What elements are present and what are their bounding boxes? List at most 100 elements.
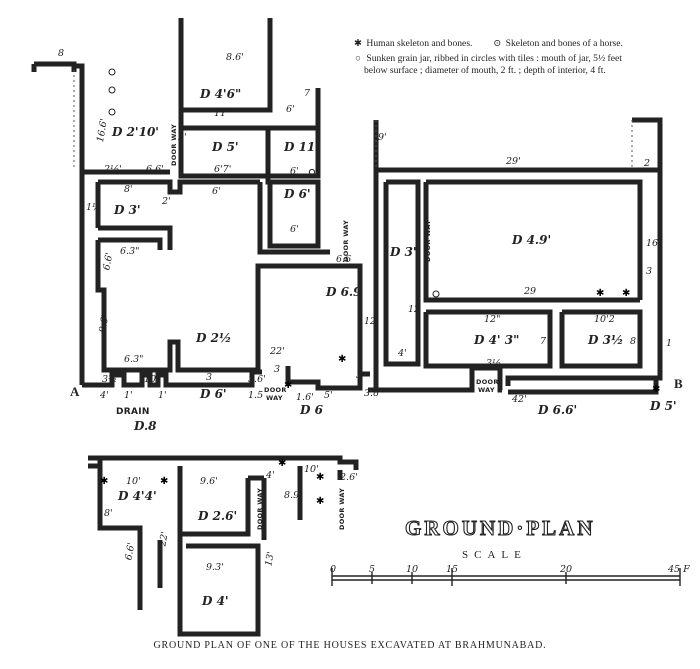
dimension: 8'	[124, 184, 133, 195]
dimension: 6.3"	[124, 354, 143, 365]
scale-tick-5: 5	[369, 564, 375, 575]
human-skeleton-icon: ✱	[596, 288, 604, 299]
dimension: 29'	[505, 156, 521, 167]
wall-hatching	[73, 70, 633, 170]
room-d4-low: D 4'	[201, 594, 229, 608]
doorway-label-2a: DOOR	[476, 378, 499, 386]
room-d5: D 5'	[211, 140, 239, 154]
doorway-labels: DOOR WAY DOOR WAY DOOR WAY DOOR WAY DOOR…	[116, 124, 499, 530]
horse-skeleton-icon	[108, 108, 116, 116]
room-d4-6: D 4'6"	[199, 87, 241, 101]
corner-mark: 8	[58, 48, 64, 59]
doorway-label-vertical-5: DOOR WAY	[338, 488, 346, 530]
legend-row-skeleton: ✱ Human skeleton and bones. ⊙ Skeleton a…	[352, 38, 692, 50]
room-d6-bottom: D 6	[299, 403, 324, 417]
human-skeleton-icon: ✱	[160, 476, 168, 487]
doorway-label-vertical-1: DOOR WAY	[170, 124, 178, 166]
dimension: 6.3"	[120, 246, 139, 257]
doorway-label-vertical-4: DOOR WAY	[256, 488, 264, 530]
dimension: 1'	[158, 390, 167, 401]
legend-skeleton-text: Human skeleton and bones.	[366, 38, 473, 49]
room-d3-half: D 3½	[587, 333, 623, 347]
dimension: 10'	[126, 476, 141, 487]
doorway-label-vertical-2: DOOR WAY	[342, 220, 350, 262]
dimension: 22'	[269, 346, 285, 357]
point-b-label: B	[674, 376, 683, 391]
room-d6-6: D 6.6'	[537, 403, 577, 417]
dimension: 12"	[484, 314, 500, 325]
dimension: 29	[523, 286, 536, 297]
dimension: 12	[364, 316, 376, 327]
room-labels: D 4'6" D 5' D 11' D 2'10' D 3' D 6' D 2½…	[111, 87, 677, 608]
dimension: 1.5	[248, 390, 263, 401]
human-skeleton-icon: ✱	[100, 476, 108, 487]
dimension: 6.6'	[101, 252, 115, 271]
point-a-label: A	[70, 384, 80, 399]
dimension: 8'	[104, 508, 113, 519]
dimension: 8	[630, 336, 636, 347]
dimension: 2	[643, 158, 650, 169]
dimension: 3.6'	[248, 374, 266, 385]
dimension: 4'	[397, 348, 407, 359]
dimension: 9'	[378, 132, 387, 143]
legend-row-jar-2: below surface ; diameter of mouth, 2 ft.…	[352, 65, 692, 77]
dimension: 6'	[286, 104, 295, 115]
walls-upper	[31, 18, 663, 395]
human-skeleton-icon: ✱	[338, 354, 346, 365]
figure-caption: GROUND PLAN OF ONE OF THE HOUSES EXCAVAT…	[153, 640, 547, 651]
dimension: 3	[356, 370, 362, 381]
drain-label: DRAIN	[116, 407, 150, 417]
legend: ✱ Human skeleton and bones. ⊙ Skeleton a…	[352, 38, 692, 77]
dimension: 42'	[511, 394, 527, 405]
doorway-label-2b: WAY	[478, 386, 495, 394]
dimension: 3	[646, 266, 652, 277]
human-skeleton-icon: ✱	[622, 288, 630, 299]
dimension: 6'7'	[214, 164, 231, 175]
legend-row-jar: ○ Sunken grain jar, ribbed in circles wi…	[352, 53, 692, 65]
dimension: 12	[408, 304, 420, 315]
room-d2-6: D 2.6'	[197, 509, 237, 523]
dimension: D 6'	[199, 387, 227, 401]
plan-title: GROUND·PLAN	[404, 515, 596, 540]
dimension: 2.6'	[339, 472, 358, 483]
doorway-label-vertical-3: DOOR WAY	[424, 220, 432, 262]
scale-tick-0: 0	[330, 564, 336, 575]
dimension: 22'	[157, 531, 171, 548]
horse-skeleton-icon	[108, 68, 116, 76]
dimension: 8.6'	[226, 52, 244, 63]
dimension: 2'	[177, 132, 187, 143]
dimension: 6.6	[336, 254, 351, 265]
dimension: 11'	[214, 108, 229, 119]
dimension: 5'	[324, 390, 333, 401]
dimension: 1	[666, 338, 672, 349]
dimension: 1'	[124, 390, 133, 401]
room-d4-3: D 4' 3"	[473, 333, 519, 347]
dimension: 6'	[290, 166, 299, 177]
dimension: 6'	[212, 186, 221, 197]
dimension: 6'	[290, 224, 299, 235]
room-d6-9: D 6.9	[325, 285, 362, 299]
room-d3-left: D 3'	[113, 203, 141, 217]
dimension: 3.8'	[364, 388, 382, 399]
dimension: 8.9'	[284, 490, 302, 501]
dimension-labels: 8.6' 7 6' 11' 6'7' 6' 6' 6.6' 2' 2' 16.6…	[86, 52, 672, 573]
scale-tick-15: 15	[446, 564, 458, 575]
scale-tick-45: 45 F	[667, 564, 690, 575]
legend-jar-text-2: below surface ; diameter of mouth, 2 ft.…	[364, 65, 606, 76]
dimension: 6.6'	[146, 164, 164, 175]
human-skeleton-icon: ✱	[316, 472, 324, 483]
room-d2-half: D 2½	[195, 331, 231, 345]
dimension: 6.6'	[123, 542, 137, 561]
doorway-label-1b: WAY	[266, 394, 283, 402]
human-skeleton-icon: ✱	[316, 496, 324, 507]
dimension: 4'	[99, 390, 109, 401]
legend-jar-text-1: Sunken grain jar, ribbed in circles with…	[366, 53, 622, 64]
dimension: 16	[646, 238, 658, 249]
plan-symbols: ✱ ✱ ✱ ✱ ✱ ✱ ✱ ✱ ✱ ✱	[100, 68, 660, 507]
dimension: 4'	[265, 470, 275, 481]
doorway-label-1a: DOOR	[264, 386, 287, 394]
dimension: 1½	[86, 202, 101, 213]
room-d4-9: D 4.9'	[511, 233, 551, 247]
human-skeleton-icon: ✱	[284, 380, 292, 391]
